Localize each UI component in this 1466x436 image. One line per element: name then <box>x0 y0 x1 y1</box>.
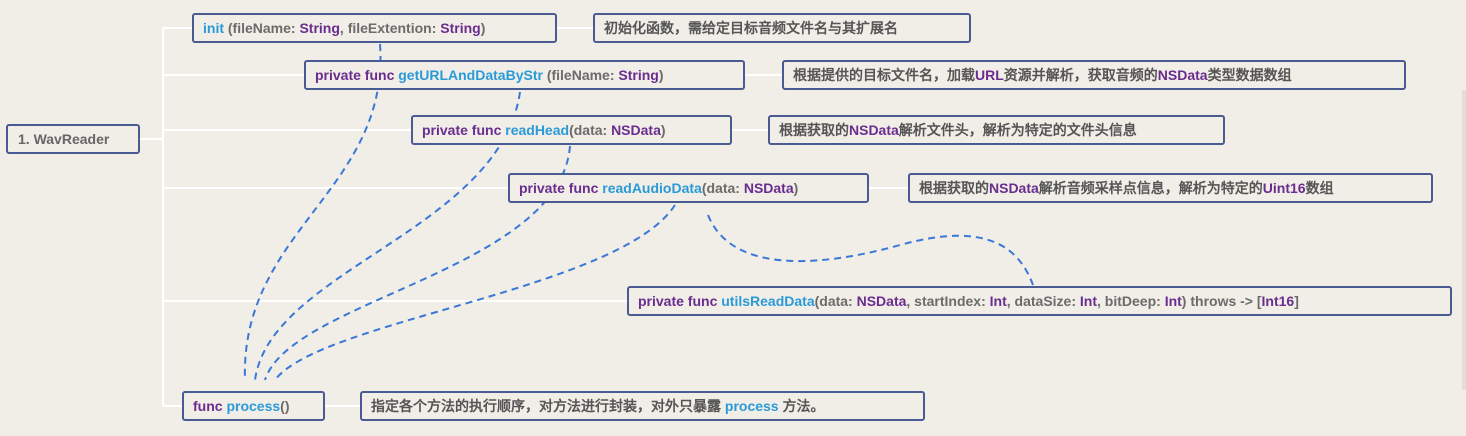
method-node-utilsReadData[interactable]: private func utilsReadData(data: NSData,… <box>627 286 1452 316</box>
desc-node-init[interactable]: 初始化函数，需给定目标音频文件名与其扩展名 <box>593 13 971 43</box>
description-segment: 根据提供的目标文件名，加载 <box>793 67 975 83</box>
desc-node-readAudioData[interactable]: 根据获取的NSData解析音频采样点信息，解析为特定的Uint16数组 <box>908 173 1433 203</box>
signature-segment: NSData <box>856 293 907 309</box>
signature-segment: func <box>193 398 227 414</box>
scroll-edge <box>1462 90 1466 390</box>
signature-segment: Int <box>989 293 1007 309</box>
description-segment: 方法。 <box>778 398 825 414</box>
signature-segment: private func <box>519 180 603 196</box>
signature-segment: (fileName: <box>542 67 619 83</box>
method-node-process[interactable]: func process() <box>182 391 325 421</box>
signature-segment: readAudioData <box>602 180 702 196</box>
signature-segment: ) <box>658 67 664 83</box>
desc-node-readHead[interactable]: 根据获取的NSData解析文件头，解析为特定的文件头信息 <box>768 115 1225 145</box>
description-segment: 指定各个方法的执行顺序，对方法进行封装，对外只暴露 <box>371 398 725 414</box>
signature-segment: Int16 <box>1261 293 1295 309</box>
desc-node-getURLAndDataByStr[interactable]: 根据提供的目标文件名，加载URL资源并解析，获取音频的NSData类型数据数组 <box>782 60 1406 90</box>
method-node-readHead[interactable]: private func readHead(data: NSData) <box>411 115 732 145</box>
signature-segment: Int <box>1164 293 1182 309</box>
signature-segment: , dataSize: <box>1006 293 1080 309</box>
signature-segment: String <box>618 67 659 83</box>
signature-segment: ] <box>1294 293 1299 309</box>
signature-segment: private func <box>315 67 399 83</box>
description-segment: NSData <box>1157 67 1208 83</box>
signature-segment: () <box>280 398 290 414</box>
signature-segment: (data: <box>569 122 612 138</box>
method-node-readAudioData[interactable]: private func readAudioData(data: NSData) <box>508 173 869 203</box>
signature-segment: , fileExtention: <box>339 20 441 36</box>
description-segment: NSData <box>849 122 899 138</box>
flow-init-to-process <box>243 43 382 381</box>
desc-node-process[interactable]: 指定各个方法的执行顺序，对方法进行封装，对外只暴露 process 方法。 <box>360 391 925 421</box>
signature-segment: process <box>226 398 281 414</box>
signature-segment: utilsReadData <box>721 293 815 309</box>
signature-segment: (fileName: <box>224 20 300 36</box>
signature-segment: (data: <box>814 293 857 309</box>
signature-segment: , startIndex: <box>906 293 990 309</box>
signature-segment: String <box>440 20 481 36</box>
signature-segment: ) <box>793 180 799 196</box>
desc-text-init: 初始化函数，需给定目标音频文件名与其扩展名 <box>604 20 898 36</box>
description-segment: 资源并解析，获取音频的 <box>1003 67 1158 83</box>
method-node-init[interactable]: init (fileName: String, fileExtention: S… <box>192 13 557 43</box>
description-segment: 根据获取的 <box>919 180 989 196</box>
signature-segment: private func <box>422 122 506 138</box>
description-segment: Uint16 <box>1262 180 1306 196</box>
flow-readAudio-to-process <box>274 204 676 381</box>
signature-segment: private func <box>638 293 722 309</box>
description-segment: process <box>724 398 779 414</box>
description-segment: 根据获取的 <box>779 122 849 138</box>
signature-segment: ) throws -> [ <box>1181 293 1262 309</box>
description-segment: URL <box>975 67 1004 83</box>
root-label: 1. WavReader <box>18 131 110 147</box>
flow-arrows <box>243 43 1034 381</box>
signature-segment: init <box>203 20 224 36</box>
signature-segment: NSData <box>743 180 794 196</box>
signature-segment: String <box>299 20 340 36</box>
signature-segment: readHead <box>505 122 570 138</box>
signature-segment: ) <box>480 20 486 36</box>
description-segment: NSData <box>989 180 1039 196</box>
signature-segment: ) <box>660 122 666 138</box>
description-segment: 数组 <box>1305 180 1334 196</box>
signature-segment: , bitDeep: <box>1097 293 1165 309</box>
signature-segment: getURLAndDataByStr <box>398 67 543 83</box>
root-node-wavreader[interactable]: 1. WavReader <box>6 124 140 154</box>
tree-connectors <box>140 27 908 407</box>
description-segment: 解析文件头，解析为特定的文件头信息 <box>898 122 1137 138</box>
signature-segment: NSData <box>611 122 661 138</box>
method-node-getURLAndDataByStr[interactable]: private func getURLAndDataByStr (fileNam… <box>304 60 745 90</box>
signature-segment: Int <box>1079 293 1098 309</box>
description-segment: 类型数据数组 <box>1207 67 1292 83</box>
description-segment: 解析音频采样点信息，解析为特定的 <box>1038 180 1263 196</box>
signature-segment: (data: <box>701 180 744 196</box>
flow-readAudio-to-utils <box>707 214 1034 286</box>
